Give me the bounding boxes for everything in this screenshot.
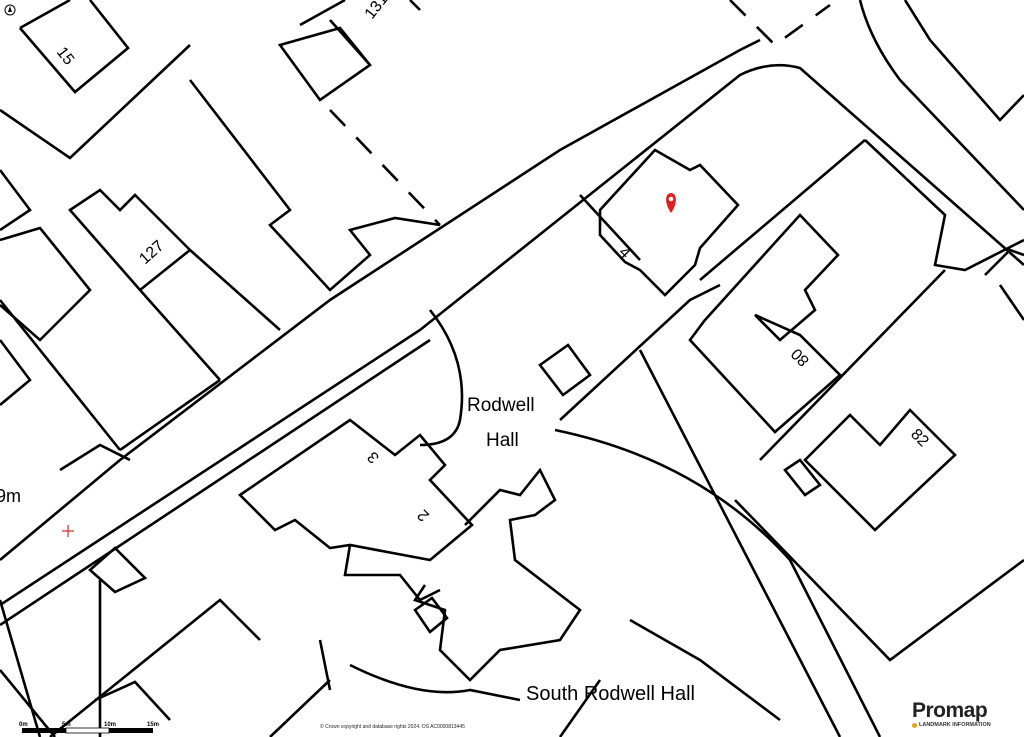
label-hall: Hall <box>486 430 519 451</box>
building-small <box>413 596 449 634</box>
label-south-rodwell-hall: South Rodwell Hall <box>526 683 695 705</box>
road-edge-lower <box>0 63 1024 607</box>
label-elevation: 9m <box>0 486 21 506</box>
scale-bar: 0m 5m 10m 15m <box>19 722 159 734</box>
building-left <box>0 169 92 406</box>
building-131 <box>277 0 421 102</box>
promap-logo: Promap LANDMARK INFORMATION <box>912 700 991 728</box>
building-2 <box>343 544 441 602</box>
building-top-right <box>858 0 1024 321</box>
copyright-notice: © Crown copyright and database rights 20… <box>320 724 465 730</box>
boundary-dashed-2 <box>729 0 831 47</box>
scale-tick-15: 15m <box>147 722 159 728</box>
south-plot <box>349 349 882 737</box>
building-15 <box>19 0 130 94</box>
brand-name: Promap <box>912 699 988 722</box>
outbuilding <box>538 343 592 397</box>
boundary-dashed <box>329 109 441 226</box>
building-4 <box>598 148 740 297</box>
north-arrow-icon <box>4 4 16 16</box>
road-edge-upper <box>0 38 761 561</box>
building-127 <box>68 188 281 381</box>
brand-dot-icon <box>912 722 917 728</box>
scale-tick-5: 5m <box>62 722 71 728</box>
scale-tick-10: 10m <box>104 722 116 728</box>
plot-80 <box>734 139 1024 662</box>
label-rodwell: Rodwell <box>467 395 535 416</box>
label-house-127: 127 <box>136 237 167 268</box>
road-edge-2 <box>0 338 431 627</box>
label-house-131: 131 <box>362 0 392 22</box>
label-house-15: 15 <box>53 44 77 69</box>
label-house-2: 2 <box>414 506 432 524</box>
benchmark-cross-icon <box>62 525 74 537</box>
building-80 <box>688 213 842 434</box>
label-house-80: 80 <box>788 345 813 370</box>
brand-tagline-row: LANDMARK INFORMATION <box>912 722 991 728</box>
plot-left-lower <box>0 299 221 472</box>
label-house-3: 3 <box>364 448 382 466</box>
building-3 <box>237 418 474 562</box>
building-82 <box>783 408 957 532</box>
bottom-left-buildings <box>0 546 261 737</box>
plot-4 <box>559 139 866 421</box>
plot-boundary <box>0 44 441 292</box>
garden-curve <box>419 309 464 447</box>
scale-tick-0: 0m <box>19 722 28 728</box>
bottom-mid-lines <box>269 618 781 737</box>
brand-tagline: LANDMARK INFORMATION <box>919 722 991 728</box>
map-pin-icon[interactable] <box>666 193 676 213</box>
building-right-of-hall <box>412 467 582 682</box>
